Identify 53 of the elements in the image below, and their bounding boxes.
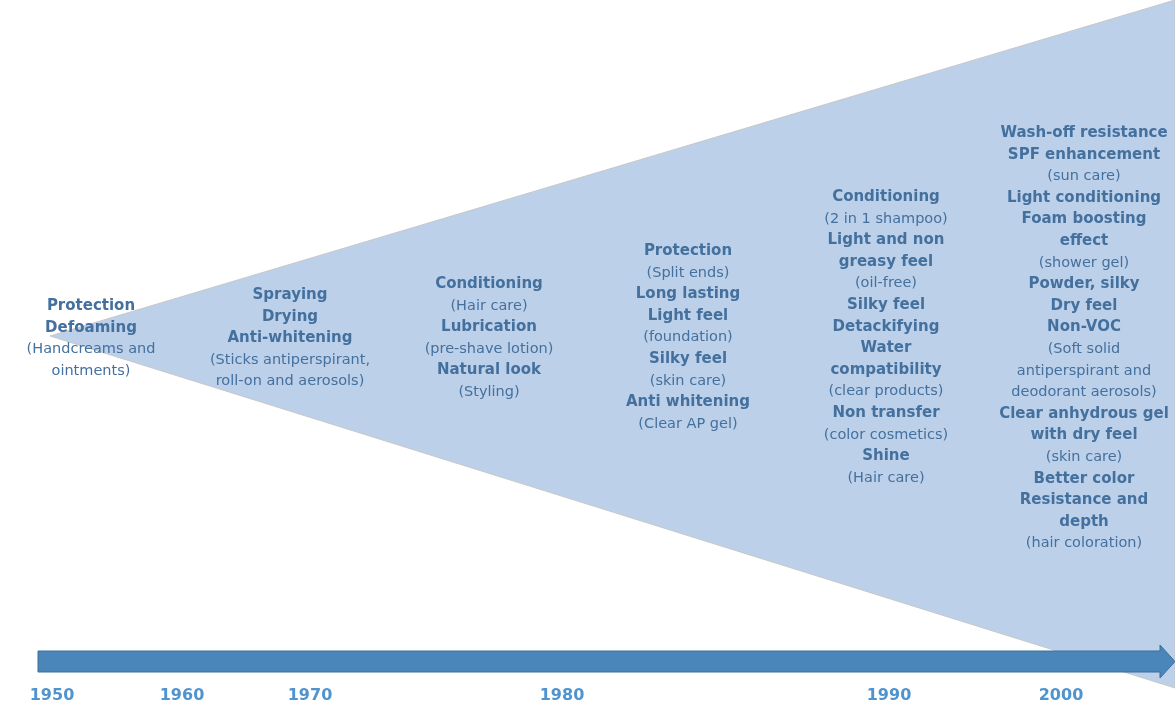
property-label: Clear anhydrous gel with dry feel	[998, 402, 1170, 446]
property-label: Anti-whitening	[227, 327, 353, 349]
year-label: 1960	[159, 686, 205, 703]
property-label: Anti whitening	[625, 391, 751, 412]
property-label: Non-VOC	[1047, 316, 1121, 338]
property-label: Drying	[261, 305, 319, 327]
property-label: Conditioning	[832, 185, 940, 207]
property-label: Foam boosting effect	[1020, 208, 1148, 252]
property-label: Non transfer	[832, 401, 940, 423]
application-note: (oil-free)	[854, 273, 918, 293]
application-note: (Handcreams and ointments)	[25, 339, 157, 380]
property-label: Silky feel	[648, 347, 728, 369]
property-label: Protection	[643, 239, 733, 261]
application-note: (skin care)	[1045, 446, 1123, 466]
application-note: (Hair care)	[450, 295, 528, 315]
application-note: (Split ends)	[646, 262, 730, 282]
application-note: (Styling)	[458, 382, 520, 402]
application-note: (Hair care)	[847, 467, 925, 487]
year-label: 1990	[866, 686, 912, 703]
property-label: Shine	[862, 444, 910, 466]
application-note: (shower gel)	[1038, 252, 1130, 272]
year-label: 2000	[1038, 686, 1084, 703]
property-label: SPF enhancement	[1007, 143, 1161, 165]
application-note: (Sticks antiperspirant, roll-on and aerosols)	[208, 349, 372, 391]
year-label: 1950	[29, 686, 75, 703]
property-label: Wash-off resistance	[1000, 122, 1168, 144]
application-note: (Clear AP gel)	[638, 413, 738, 433]
property-label: Dry feel	[1050, 294, 1118, 316]
application-note: (skin care)	[649, 370, 727, 390]
application-note: (sun care)	[1047, 166, 1121, 186]
property-label: Natural look	[436, 359, 542, 381]
application-note: (pre-shave lotion)	[424, 339, 554, 358]
year-label: 1980	[539, 686, 585, 703]
property-label: Protection	[46, 294, 136, 316]
application-note: (hair coloration)	[1025, 533, 1143, 553]
application-note: (foundation)	[643, 327, 733, 347]
application-note: (2 in 1 shampoo)	[824, 208, 948, 228]
property-label: Spraying	[252, 284, 328, 305]
property-label: Water compatibility	[829, 337, 943, 380]
property-label: Long lasting	[635, 283, 741, 304]
property-label: Conditioning	[435, 273, 543, 295]
property-label: Lubrication	[441, 316, 537, 338]
application-note: (clear products)	[828, 381, 944, 401]
property-label: Light feel	[647, 304, 729, 326]
property-label: Better color Resistance and depth	[1018, 467, 1150, 532]
property-label: Silky feel	[846, 293, 926, 315]
property-label: Powder, silky	[1028, 273, 1140, 295]
property-label: Light conditioning	[1006, 186, 1162, 208]
application-note: (color cosmetics)	[823, 424, 949, 444]
application-note: (Soft solid antiperspirant and deodorant aerosols)	[1010, 339, 1158, 402]
property-label: Detackifying	[832, 315, 940, 337]
year-label: 1970	[287, 686, 333, 703]
property-label: Light and non greasy feel	[826, 229, 946, 272]
